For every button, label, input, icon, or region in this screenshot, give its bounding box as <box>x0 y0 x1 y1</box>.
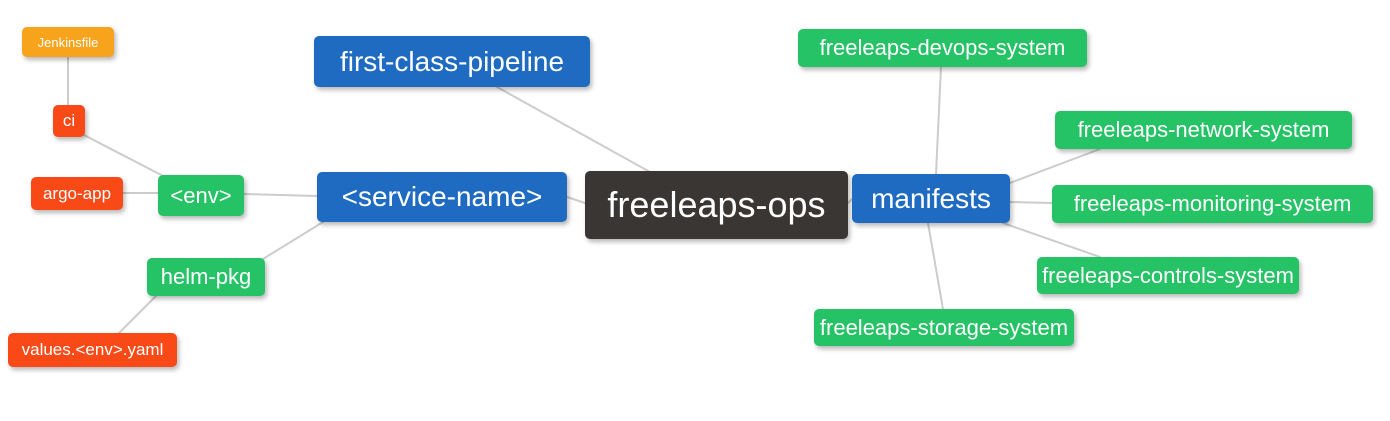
edge-first-class-pipeline--freeleaps-ops <box>496 86 651 173</box>
node-ci[interactable]: ci <box>53 105 85 137</box>
node-manifests[interactable]: manifests <box>852 174 1010 223</box>
edge-helm-pkg--values-env-yaml <box>117 295 157 335</box>
node-env[interactable]: <env> <box>158 175 244 216</box>
node-first-class-pipeline[interactable]: first-class-pipeline <box>314 36 590 87</box>
edge-manifests--freeleaps-network-system <box>1009 148 1101 184</box>
node-freeleaps-controls-system[interactable]: freeleaps-controls-system <box>1037 257 1299 294</box>
node-helm-pkg[interactable]: helm-pkg <box>147 258 265 296</box>
edge-freeleaps-ops--manifests <box>847 198 853 204</box>
edge-manifests--freeleaps-monitoring-system <box>1009 201 1053 204</box>
node-values-env-yaml[interactable]: values.<env>.yaml <box>8 333 177 367</box>
node-freeleaps-network-system[interactable]: freeleaps-network-system <box>1055 111 1352 149</box>
edge-manifests--freeleaps-controls-system <box>1002 222 1101 258</box>
edge-env--service-name <box>243 193 318 197</box>
edge-manifests--freeleaps-devops-system <box>935 66 942 175</box>
edge-service-name--freeleaps-ops <box>566 196 586 204</box>
edge-manifests--freeleaps-storage-system <box>927 222 944 310</box>
node-argo-app[interactable]: argo-app <box>31 177 123 210</box>
edge-service-name--helm-pkg <box>262 221 324 260</box>
node-freeleaps-storage-system[interactable]: freeleaps-storage-system <box>814 309 1074 346</box>
node-freeleaps-devops-system[interactable]: freeleaps-devops-system <box>798 29 1087 67</box>
node-jenkinsfile[interactable]: Jenkinsfile <box>22 27 114 57</box>
node-freeleaps-monitoring-system[interactable]: freeleaps-monitoring-system <box>1052 185 1373 223</box>
edge-ci--env <box>81 133 168 179</box>
node-freeleaps-ops[interactable]: freeleaps-ops <box>585 171 848 239</box>
node-service-name[interactable]: <service-name> <box>317 172 567 222</box>
